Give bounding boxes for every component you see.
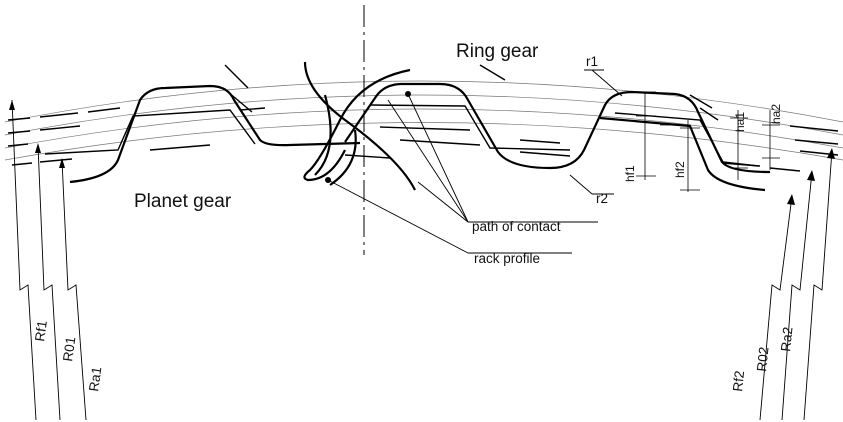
rf1-label: Rf1: [32, 320, 50, 343]
left-radius-lines: [9, 99, 87, 421]
contact-curve-3: [314, 94, 332, 176]
right-radius-lines: [759, 148, 835, 421]
ring-gear-label: Ring gear: [456, 41, 539, 62]
path-of-contact-label: path of contact: [472, 219, 561, 234]
r01-label: R01: [60, 336, 78, 363]
ring-gear-profile: [344, 82, 771, 174]
ha2-label: ha2: [769, 104, 783, 124]
dimension-marks: [636, 91, 780, 192]
ring-pitch-line: [369, 104, 571, 151]
planet-gear-profile: [69, 84, 361, 184]
contact-curve-2: [303, 68, 411, 182]
ra2-label: Ra2: [778, 326, 796, 352]
rack-profile-label: rack profile: [474, 251, 540, 266]
r1-label: r1: [586, 54, 598, 69]
rf2-label: Rf2: [730, 370, 747, 392]
r02-label: R02: [754, 346, 772, 372]
leader-lines: [327, 69, 623, 254]
hf2-label: hf2: [673, 161, 687, 178]
planet-gear-label: Planet gear: [134, 191, 232, 212]
planet-gear-profile-right: [599, 116, 766, 192]
contact-curve-1: [303, 61, 416, 191]
planet-pitch-line: [44, 109, 256, 155]
r2-label: r2: [596, 191, 608, 206]
hf1-label: hf1: [623, 165, 637, 182]
ra1-label: Ra1: [86, 366, 104, 393]
ha1-label: ha1: [733, 112, 747, 132]
